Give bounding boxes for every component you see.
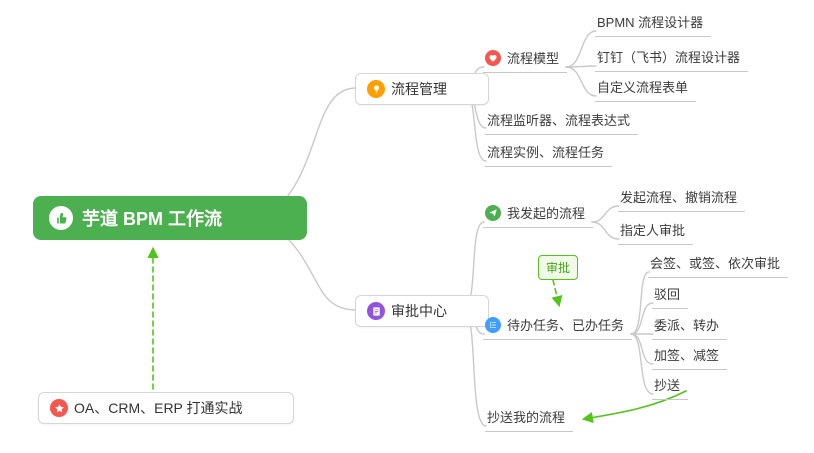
node-label: 加签、减签 [654,348,720,363]
node-label: 委派、转办 [654,318,720,333]
node-label: 发起流程、撤销流程 [620,190,738,205]
branch-label: 审批中心 [391,303,447,319]
branch-approval-center[interactable]: 审批中心 [355,295,489,327]
node-label: BPMN 流程设计器 [597,15,704,30]
tasks-icon [485,316,501,333]
node-reject[interactable]: 驳回 [652,282,689,309]
node-cc[interactable]: 抄送 [652,373,689,400]
node-label: 会签、或签、依次审批 [650,256,781,271]
node-add-remove-sign[interactable]: 加签、减签 [652,343,728,370]
star-icon [50,399,68,417]
node-label: 流程监听器、流程表达式 [487,113,631,128]
branch-process-management[interactable]: 流程管理 [355,73,489,105]
node-countersign-orsign-sequential[interactable]: 会签、或签、依次审批 [648,251,789,278]
node-label: 驳回 [654,287,681,302]
node-assignee-approval[interactable]: 指定人审批 [618,218,694,245]
node-cc-my-process[interactable]: 抄送我的流程 [485,405,574,432]
node-label: 钉钉（飞书）流程设计器 [597,50,741,65]
node-my-initiated-process[interactable]: 我发起的流程 [483,201,594,228]
heart-icon [485,49,501,66]
note-node[interactable]: OA、CRM、ERP 打通实战 [38,392,294,424]
node-todo-done-tasks[interactable]: 待办任务、已办任务 [483,313,633,340]
main-topic-label: 芋道 BPM 工作流 [82,209,223,229]
node-label: 流程模型 [507,51,560,66]
main-topic-node[interactable]: 芋道 BPM 工作流 [33,196,307,240]
node-custom-form[interactable]: 自定义流程表单 [595,75,697,102]
node-start-cancel-process[interactable]: 发起流程、撤销流程 [618,185,746,212]
node-label: 我发起的流程 [507,206,586,221]
send-icon [485,204,501,221]
node-label: 抄送 [654,378,681,393]
node-delegate-transfer[interactable]: 委派、转办 [652,313,728,340]
node-process-model[interactable]: 流程模型 [483,46,568,73]
clipboard-icon [367,302,385,320]
node-dingtalk-designer[interactable]: 钉钉（飞书）流程设计器 [595,45,749,72]
branch-label: 流程管理 [391,81,447,97]
approval-relation-arrow [551,279,563,308]
node-instance-task[interactable]: 流程实例、流程任务 [485,140,613,167]
cc-relation-arrow [581,390,687,424]
node-label: 自定义流程表单 [597,80,689,95]
approval-relation-tag[interactable]: 审批 [538,255,579,280]
node-label: 指定人审批 [620,223,686,238]
node-label: 流程实例、流程任务 [487,145,605,160]
note-label: OA、CRM、ERP 打通实战 [74,400,243,416]
node-bpmn-designer[interactable]: BPMN 流程设计器 [595,10,712,37]
thumbs-up-icon [49,206,73,230]
bulb-icon [367,80,385,98]
node-label: 待办任务、已办任务 [507,318,625,333]
node-listener-expression[interactable]: 流程监听器、流程表达式 [485,108,639,135]
node-label: 抄送我的流程 [487,410,566,425]
